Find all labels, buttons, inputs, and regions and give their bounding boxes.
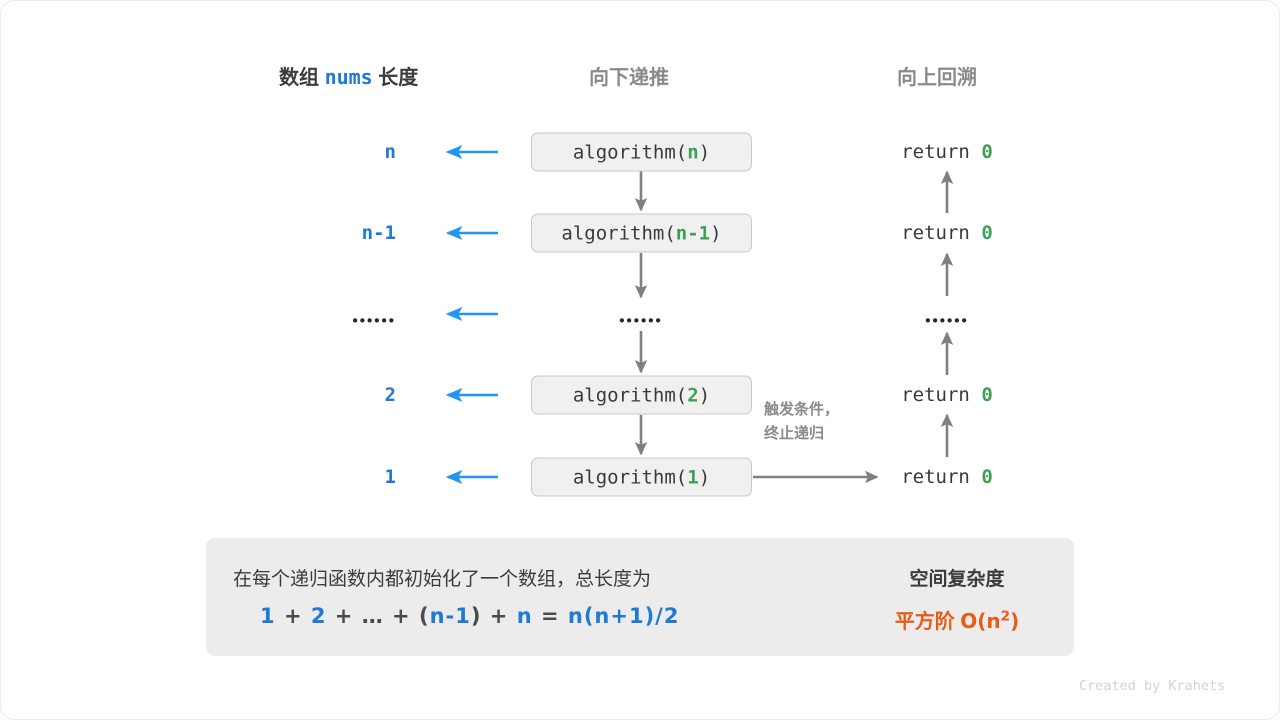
formula-equals: = [540, 604, 560, 628]
formula-term-4: n-1 [429, 604, 471, 628]
return-label-4: return [901, 466, 970, 488]
complexity-big-o: O(n2) [960, 608, 1020, 633]
call-text-0: algorithm(n) [572, 141, 711, 163]
base-case-note: 触发条件， 终止递归 [764, 398, 839, 446]
header-array-length: 数组 nums 长度 [279, 61, 418, 90]
return-label-1: return [901, 222, 970, 244]
return-ellipsis: •••••• [925, 312, 969, 330]
return-row-3: return 0 [901, 384, 993, 406]
call-text-3: algorithm(2) [572, 384, 711, 406]
formula-result: n(n+1)/2 [567, 604, 680, 628]
summary-description: 在每个递归函数内都初始化了一个数组，总长度为 [233, 569, 652, 590]
return-value-3: 0 [981, 384, 993, 406]
return-row-1: return 0 [901, 222, 993, 244]
length-column: n n-1 •••••• 2 1 [301, 1, 396, 719]
complexity-order-label: 平方阶 [894, 611, 955, 633]
header-array-suffix: 长度 [378, 67, 419, 89]
watermark: Created by Krahets [1079, 678, 1226, 694]
formula-lparen: ( [418, 604, 430, 628]
header-array-prefix: 数组 [279, 67, 319, 89]
call-arg-4: 1 [687, 466, 699, 488]
base-case-note-line1: 触发条件， [764, 401, 840, 418]
header-upward-backtrack: 向上回溯 [897, 67, 977, 89]
summary-panel [206, 538, 1074, 656]
complexity-value: 平方阶 O(n2) [895, 605, 1020, 634]
call-box-4[interactable]: algorithm(1) [531, 457, 752, 497]
blue-arrows-group [445, 145, 498, 484]
summary-formula: 1 + 2 + … + (n-1) + n = n(n+1)/2 [260, 604, 679, 628]
call-arg-1: n-1 [675, 222, 711, 244]
complexity-exponent: 2 [1000, 608, 1011, 625]
formula-term-1: 1 [260, 604, 276, 628]
length-value-4: 1 [384, 466, 396, 488]
formula-term-2: 2 [310, 604, 327, 628]
return-row-0: return 0 [901, 141, 993, 163]
formula-op-3: + [392, 604, 411, 628]
complexity-title: 空间复杂度 [909, 569, 1005, 590]
call-box-1[interactable]: algorithm(n-1) [531, 213, 752, 253]
formula-op-4: + [489, 604, 509, 628]
length-value-3: 2 [384, 384, 396, 406]
return-value-4: 0 [981, 466, 993, 488]
length-value-1: n-1 [361, 222, 396, 244]
formula-op-1: + [283, 604, 303, 628]
call-text-4: algorithm(1) [572, 466, 711, 488]
header-array-code: nums [324, 65, 373, 89]
formula-op-2: + [334, 604, 354, 628]
call-ellipsis: •••••• [619, 312, 663, 330]
return-value-1: 0 [981, 222, 993, 244]
return-label-3: return [901, 384, 970, 406]
call-arg-0: n [687, 141, 699, 163]
base-case-note-line2: 终止递归 [764, 425, 825, 442]
return-label-0: return [901, 141, 970, 163]
call-box-3[interactable]: algorithm(2) [531, 375, 752, 415]
return-row-4: return 0 [901, 466, 993, 488]
length-value-ellipsis: •••••• [352, 312, 396, 330]
return-value-0: 0 [981, 141, 993, 163]
header-downward-recursion: 向下递推 [589, 67, 669, 89]
formula-term-5: n [516, 604, 533, 628]
length-value-0: n [384, 141, 396, 163]
formula-rparen: ) [470, 604, 482, 628]
call-box-0[interactable]: algorithm(n) [531, 132, 752, 172]
call-text-1: algorithm(n-1) [561, 222, 722, 244]
call-arg-3: 2 [687, 384, 699, 406]
formula-ellipsis: … [361, 604, 384, 628]
